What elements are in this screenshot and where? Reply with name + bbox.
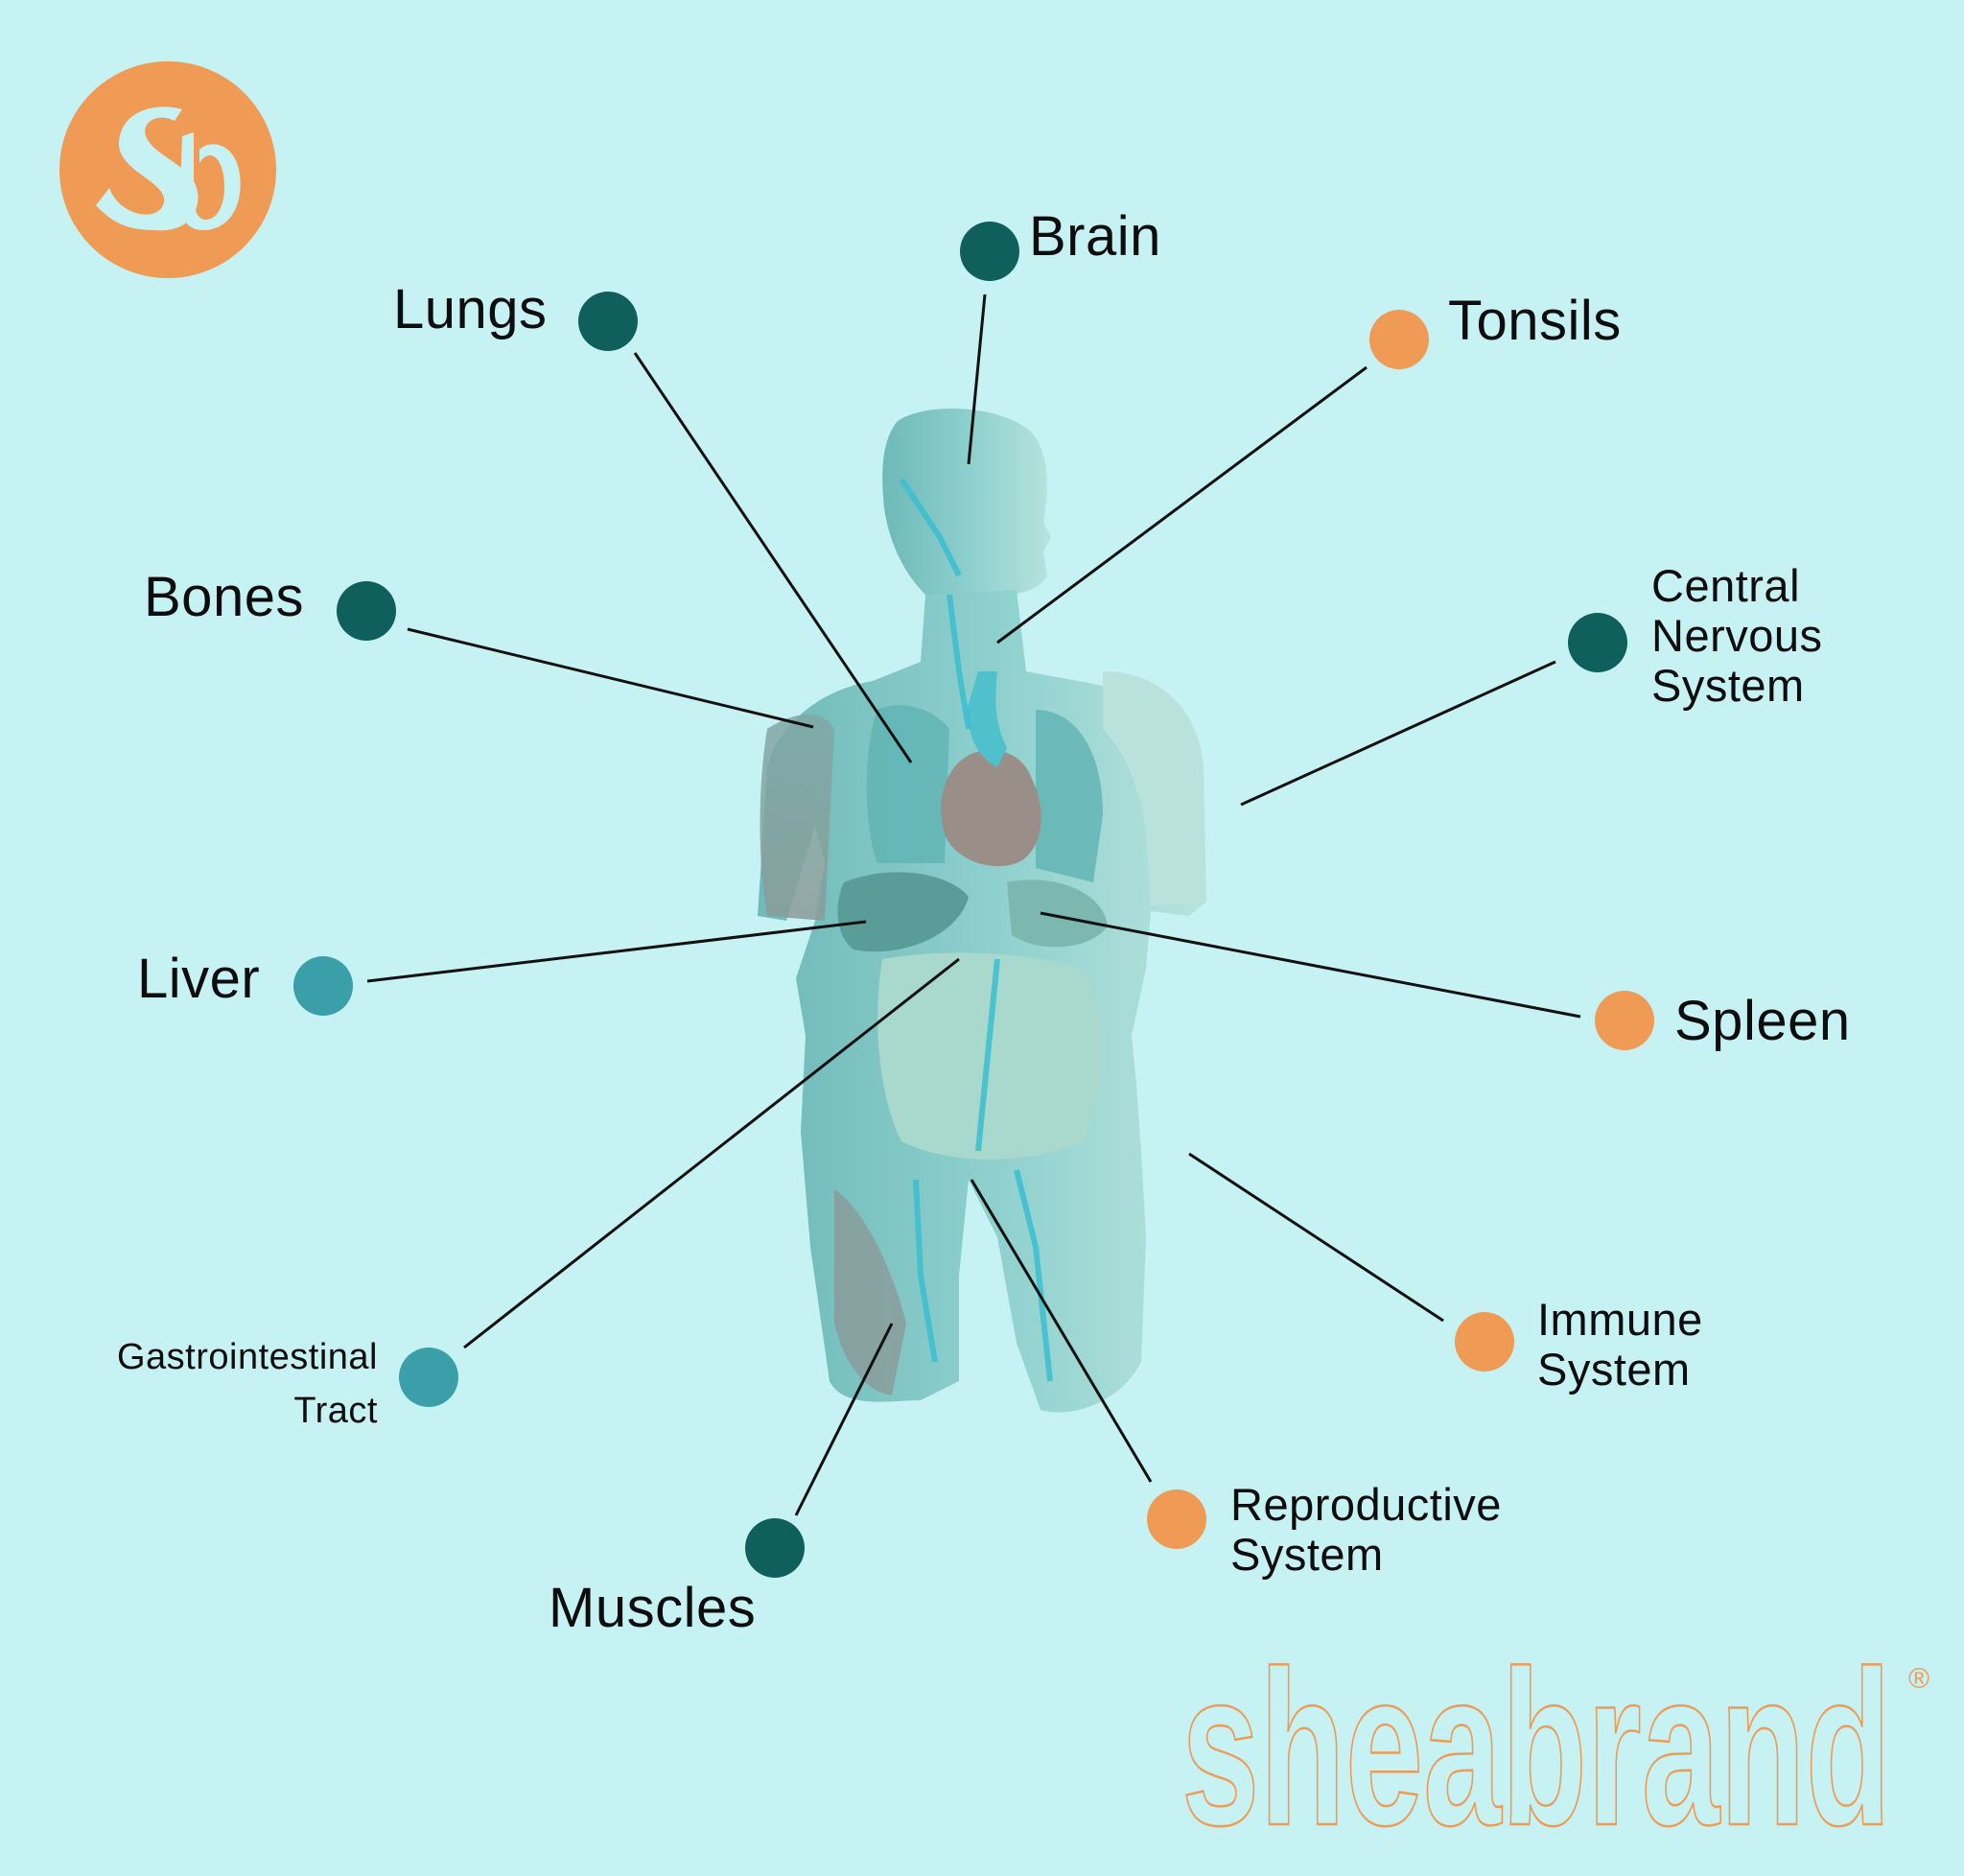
liver-dot[interactable] bbox=[293, 956, 353, 1016]
label-immune-line2: System bbox=[1537, 1344, 1691, 1395]
bones-dot[interactable] bbox=[337, 581, 396, 641]
line-lungs bbox=[633, 352, 913, 763]
label-spleen: Spleen bbox=[1674, 990, 1851, 1052]
lungs-dot[interactable] bbox=[578, 292, 638, 351]
label-immune-line1: Immune bbox=[1537, 1294, 1703, 1345]
line-spleen bbox=[1040, 911, 1581, 1019]
lung-left bbox=[866, 705, 949, 863]
label-gi-line1: Gastrointestinal bbox=[116, 1337, 378, 1377]
spleen-organ bbox=[1007, 879, 1108, 948]
label-muscles: Muscles bbox=[549, 1577, 757, 1639]
label-cns-line3: System bbox=[1651, 660, 1805, 711]
tonsils-dot[interactable] bbox=[1369, 310, 1429, 369]
registered-mark-icon: ® bbox=[1908, 1663, 1929, 1695]
line-brain bbox=[967, 293, 987, 465]
brain-dot[interactable] bbox=[960, 222, 1019, 281]
label-cns: Central Nervous System bbox=[1651, 561, 1823, 711]
thigh-muscle bbox=[834, 1189, 906, 1395]
label-cns-line2: Nervous bbox=[1651, 610, 1823, 661]
line-immune bbox=[1188, 1152, 1444, 1323]
immune-dot[interactable] bbox=[1455, 1312, 1514, 1372]
line-reproductive bbox=[970, 1179, 1153, 1483]
lung-right bbox=[1036, 710, 1103, 882]
arm-left-muscle bbox=[760, 715, 834, 921]
liver-organ bbox=[837, 872, 969, 952]
label-gi-line2: Tract bbox=[293, 1391, 378, 1431]
label-liver: Liver bbox=[137, 948, 261, 1010]
label-reproductive: Reproductive System bbox=[1230, 1480, 1502, 1580]
sheabrand-wordmark: sheabrand ® bbox=[1181, 1642, 1929, 1834]
sb-logo bbox=[59, 61, 276, 278]
line-tonsils bbox=[996, 365, 1368, 645]
label-immune: Immune System bbox=[1537, 1295, 1703, 1395]
gi-tract-dot[interactable] bbox=[399, 1348, 458, 1407]
heart bbox=[941, 749, 1041, 867]
line-muscles bbox=[794, 1323, 894, 1516]
label-tonsils: Tonsils bbox=[1448, 290, 1622, 352]
wordmark-text: sheabrand bbox=[1181, 1642, 1891, 1834]
line-gi-tract bbox=[463, 957, 960, 1349]
arm-right-shape bbox=[1103, 671, 1206, 906]
aorta bbox=[967, 671, 1007, 767]
label-brain: Brain bbox=[1029, 205, 1161, 268]
reproductive-dot[interactable] bbox=[1147, 1489, 1206, 1549]
label-reproductive-line1: Reproductive bbox=[1230, 1479, 1502, 1530]
label-reproductive-line2: System bbox=[1230, 1529, 1384, 1580]
line-liver bbox=[366, 920, 867, 983]
line-cns bbox=[1240, 660, 1556, 807]
label-lungs: Lungs bbox=[393, 278, 548, 340]
line-bones bbox=[407, 627, 814, 729]
label-bones: Bones bbox=[144, 566, 304, 628]
label-gi-tract: Gastrointestinal Tract bbox=[96, 1330, 378, 1438]
cns-dot[interactable] bbox=[1568, 613, 1627, 672]
spleen-dot[interactable] bbox=[1595, 991, 1654, 1050]
sb-monogram-icon bbox=[96, 106, 241, 231]
muscles-dot[interactable] bbox=[745, 1518, 805, 1578]
label-cns-line1: Central bbox=[1651, 560, 1801, 611]
